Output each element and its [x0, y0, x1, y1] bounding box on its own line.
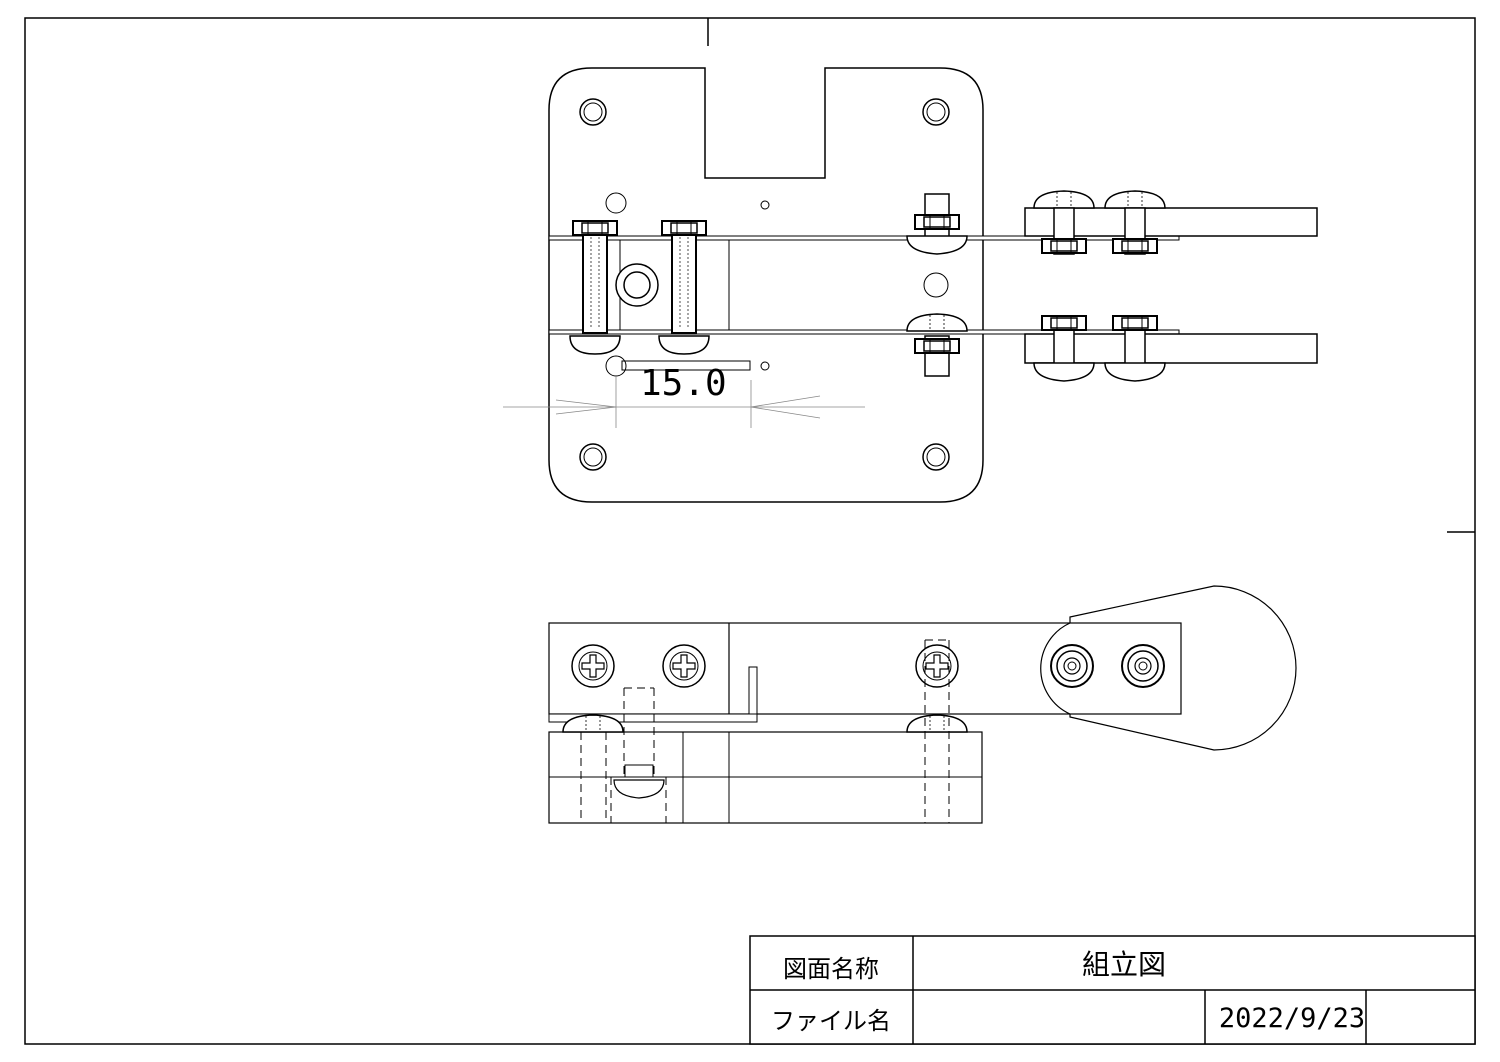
drawing-name-value: 組立図: [1082, 948, 1166, 981]
front-view: [548, 585, 1297, 824]
rail: [548, 329, 1180, 335]
dimension-15: [503, 360, 865, 428]
pin: [748, 666, 758, 720]
center-post: [906, 193, 968, 377]
drawing-frame: [24, 17, 1476, 1045]
date-value: 2022/9/23: [1219, 1003, 1365, 1034]
drawing-name-label: 図面名称: [783, 955, 879, 983]
base-plate-outline: [548, 67, 984, 503]
bearing: [615, 263, 659, 307]
middle-plate: [548, 713, 758, 723]
mounting-hole: [579, 98, 950, 471]
small-hole: [605, 192, 949, 377]
arm-screw: [1033, 190, 1166, 382]
title-block: 図面名称 組立図 ファイル名 2022/9/23: [749, 935, 1476, 1045]
file-name-label: ファイル名: [771, 1007, 891, 1035]
clamp-screw: [569, 220, 710, 355]
dimension-label: 15.0: [640, 363, 727, 404]
rail: [548, 235, 1180, 241]
top-view: 15.0: [503, 67, 1318, 503]
slider-block: [548, 239, 730, 331]
